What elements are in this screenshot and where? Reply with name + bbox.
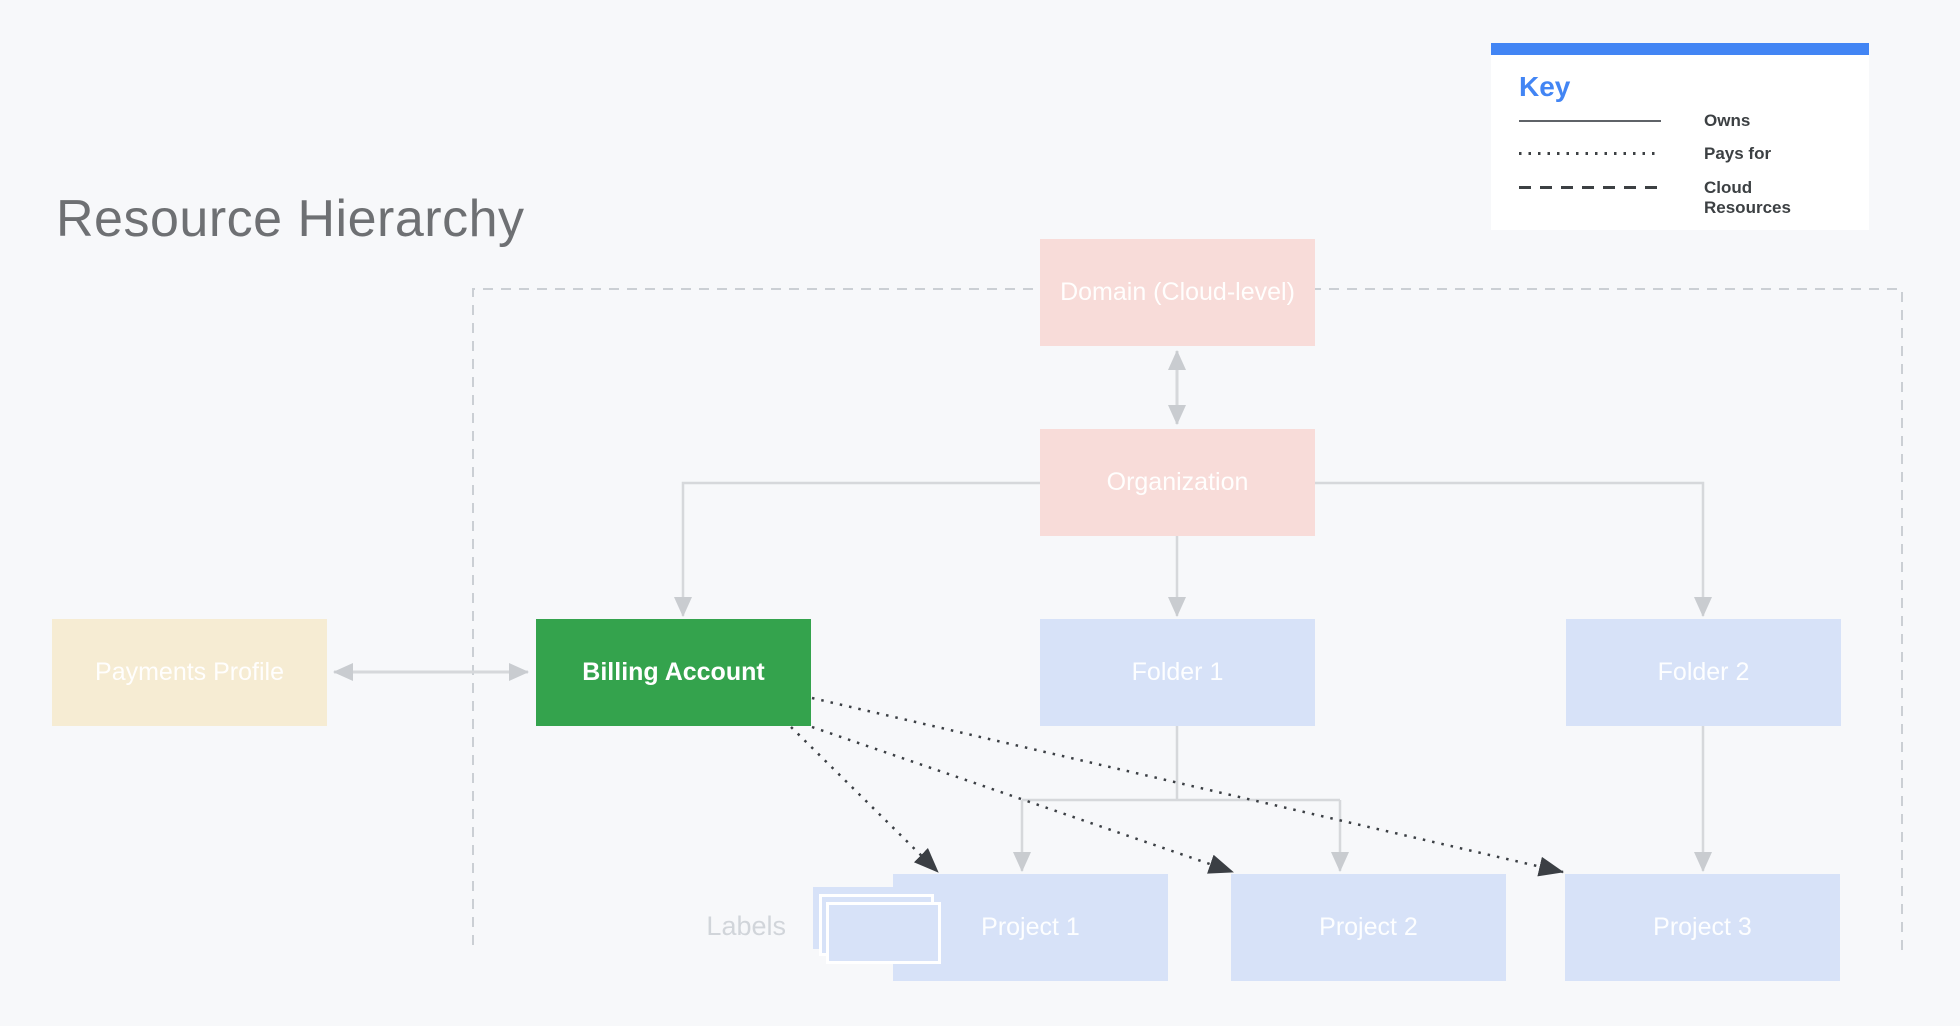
- legend-row-cloud-resources: Cloud Resources: [1519, 178, 1869, 219]
- legend-top-bar: [1491, 43, 1869, 55]
- legend-row-pays-for: Pays for: [1519, 144, 1869, 164]
- node-folder-2: Folder 2: [1566, 619, 1841, 726]
- legend: Key Owns Pays for Cloud Resources: [1491, 43, 1869, 230]
- node-folder-1: Folder 1: [1040, 619, 1315, 726]
- legend-label-cloud-resources: Cloud Resources: [1704, 177, 1791, 218]
- legend-label-owns: Owns: [1704, 111, 1751, 130]
- legend-row-owns: Owns: [1519, 111, 1869, 131]
- page-title: Resource Hierarchy: [56, 190, 525, 248]
- connector-billing-project2: [811, 725, 1234, 874]
- dashed-line-sample: [1519, 185, 1661, 189]
- labels-caption: Labels: [706, 911, 786, 941]
- connector-billing-project1: [790, 726, 939, 873]
- legend-label-pays-for: Pays for: [1704, 144, 1772, 164]
- legend-title: Key: [1519, 71, 1571, 102]
- node-payments-profile: Payments Profile: [52, 619, 327, 726]
- labels-stack-icon: [813, 887, 945, 967]
- connector-organization-folder2: [1315, 481, 1712, 617]
- dotted-line-sample: [1519, 152, 1661, 156]
- node-domain: Domain (Cloud-level): [1040, 239, 1315, 346]
- node-project-2: Project 2: [1231, 874, 1506, 981]
- node-billing-account: Billing Account: [536, 619, 811, 726]
- solid-line-sample: [1519, 120, 1661, 122]
- connector-organization-billing: [674, 481, 1040, 617]
- node-organization: Organization: [1040, 429, 1315, 536]
- labels-card-front: [826, 902, 941, 964]
- node-project-3: Project 3: [1565, 874, 1840, 981]
